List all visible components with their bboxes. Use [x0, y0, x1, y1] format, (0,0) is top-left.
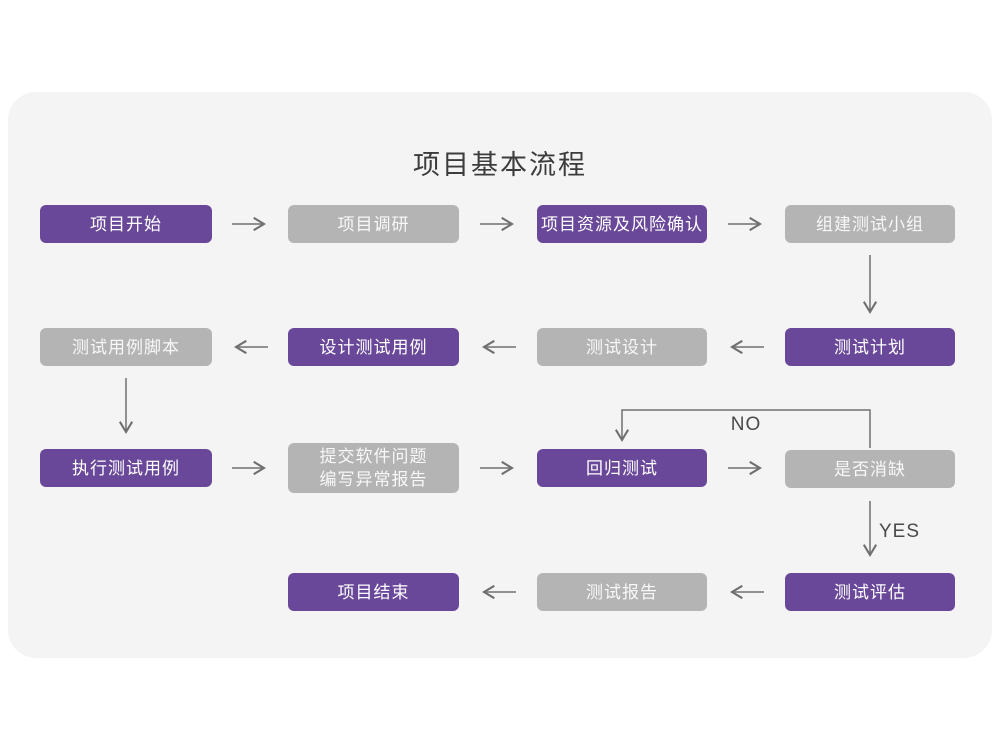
node-test-case-script: 测试用例脚本 — [40, 328, 212, 366]
branch-label-no: NO — [730, 414, 762, 435]
node-resource-risk-confirm: 项目资源及风险确认 — [537, 205, 707, 243]
node-test-plan: 测试计划 — [785, 328, 955, 366]
node-label: 测试评估 — [834, 582, 906, 602]
flowchart-card — [8, 92, 992, 658]
node-execute-test-cases: 执行测试用例 — [40, 449, 212, 487]
node-label: 回归测试 — [586, 458, 658, 478]
node-build-test-team: 组建测试小组 — [785, 205, 955, 243]
node-label-line2: 编写异常报告 — [319, 470, 428, 489]
node-project-start: 项目开始 — [40, 205, 212, 243]
node-test-evaluation: 测试评估 — [785, 573, 955, 611]
node-label: 测试报告 — [586, 582, 658, 602]
node-label: 项目资源及风险确认 — [541, 214, 703, 234]
node-test-report: 测试报告 — [537, 573, 707, 611]
node-project-end: 项目结束 — [288, 573, 459, 611]
node-label-line1: 提交软件问题 — [319, 447, 428, 466]
node-label: 设计测试用例 — [319, 337, 428, 357]
node-label: 测试计划 — [834, 337, 906, 357]
node-regression-test: 回归测试 — [537, 449, 707, 487]
node-label: 执行测试用例 — [72, 458, 180, 478]
node-test-design: 测试设计 — [537, 328, 707, 366]
node-label: 项目开始 — [90, 214, 162, 234]
node-label: 组建测试小组 — [816, 214, 924, 234]
node-label: 测试用例脚本 — [72, 337, 180, 357]
node-label: 测试设计 — [586, 337, 658, 357]
diagram-title: 项目基本流程 — [413, 150, 587, 180]
node-project-research: 项目调研 — [288, 205, 459, 243]
node-label: 是否消缺 — [834, 459, 906, 479]
node-defect-cleared: 是否消缺 — [785, 450, 955, 488]
branch-label-yes: YES — [879, 521, 921, 542]
node-submit-issue-report: 提交软件问题编写异常报告 — [288, 443, 459, 493]
node-design-test-cases: 设计测试用例 — [288, 328, 459, 366]
node-label: 项目结束 — [337, 582, 410, 602]
node-label: 项目调研 — [337, 214, 410, 234]
